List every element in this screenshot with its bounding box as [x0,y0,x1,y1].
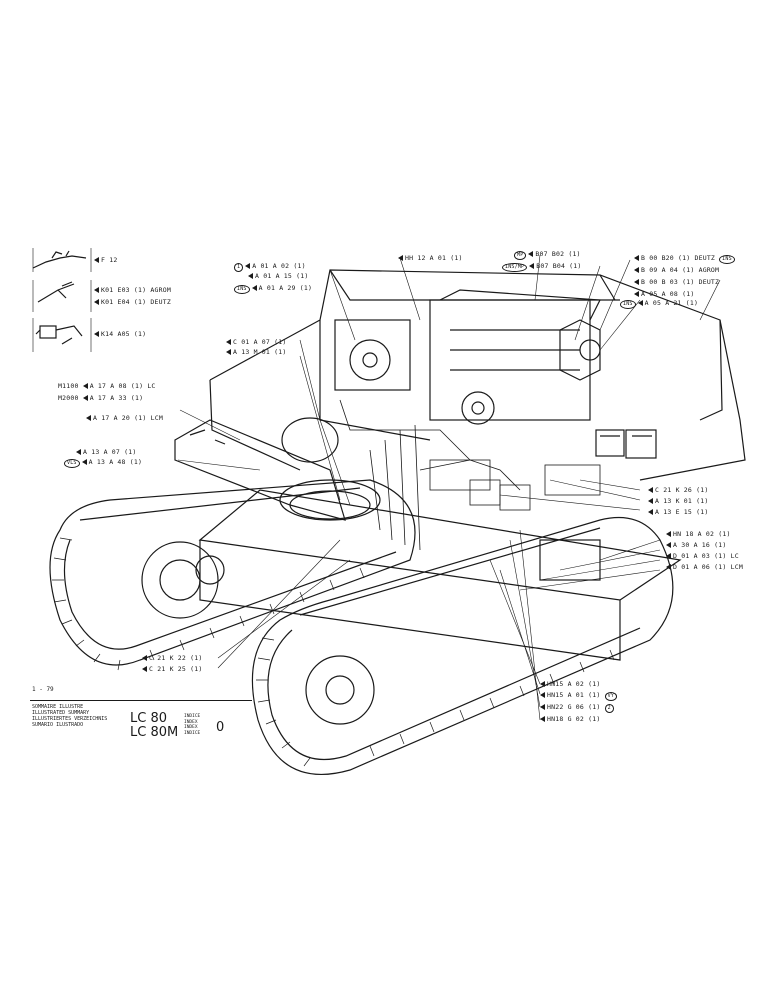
ref-hn22-g06: HN22 G 06 (1) 2 [540,703,616,713]
ref-k14-a05: K14 A05 (1) [94,330,146,338]
ref-m2000: M2000 A 17 A 33 (1) [58,394,144,402]
summary-description: SOMMAIRE ILLUSTRE ILLUSTRATED SUMMARY IL… [32,704,108,728]
ref-d01-a06: D 01 A 06 (1) LCM [666,563,743,571]
track-shoes [52,537,615,767]
ref-c21-k26: C 21 K 26 (1) [648,486,708,494]
ref-a13-k01: A 13 K 01 (1) [648,497,708,505]
title-block: 1 - 79 SOMMAIRE ILLUSTRE ILLUSTRATED SUM… [30,686,252,750]
ref-b00-b03: B 00 B 03 (1) DEUTZ [634,278,719,286]
ref-a17-a20: A 17 A 20 (1) LCM [86,414,163,422]
ref-hh12-a01: HH 12 A 01 (1) [398,254,463,262]
ref-a13-a07: A 13 A 07 (1) [76,448,136,456]
upper-structure [209,269,746,481]
ref-a13-e15: A 13 E 15 (1) [648,508,708,516]
ref-f12: F 12 [94,256,117,264]
ref-k01-e04: K01 E04 (1) DEUTZ [94,298,171,306]
ref-hn18-g02: HN18 G 02 (1) [540,715,600,723]
ref-b09-a04: B 09 A 04 (1) AGROM [634,266,719,274]
ref-hn15-a02: HN15 A 02 (1) [540,680,600,688]
front-arm [174,419,346,521]
ref-hn15-a01: HN15 A 01 (1) VY [540,691,619,701]
engine [334,289,601,425]
ref-a05-a08: A 05 A 08 (1) [634,290,694,298]
leader-lines [177,254,721,721]
left-track [49,479,416,666]
ref-c21-k25: C 21 K 25 (1) [142,665,202,673]
index-value: 0 [216,720,225,735]
slew-ring [279,417,381,521]
ref-d01-a03: D 01 A 03 (1) LC [666,552,739,560]
page-ref: 1 - 79 [32,686,54,693]
ref-c21-k22: C 21 K 22 (1) [142,654,202,662]
lever-icon [32,248,92,272]
ref-a13-m01: A 13 M 01 (1) [226,348,286,356]
undercarriage [198,489,682,661]
ref-c01-a07: C 01 A 07 (1) [226,338,286,346]
valve-icon [32,318,92,352]
ref-m1100: M1100 A 17 A 08 (1) LC [58,382,156,390]
ref-k01-e03: K01 E03 (1) AGROM [94,286,171,294]
model-name: LC 80 LC 80M [130,711,179,740]
ref-hn18-a02: HN 18 A 02 (1) [666,530,731,538]
hydraulic-lines [339,399,601,551]
batteries [595,429,657,459]
ref-a01-a15: A 01 A 15 (1) [248,272,308,280]
ref-a30-a16: A 30 A 16 (1) [666,541,726,549]
pedal-icon [32,280,92,312]
ref-b00-b20: B 00 B20 (1) DEUTZ INS [634,254,737,264]
index-labels: INDICE INDEX INDEX INDICE [184,714,201,736]
